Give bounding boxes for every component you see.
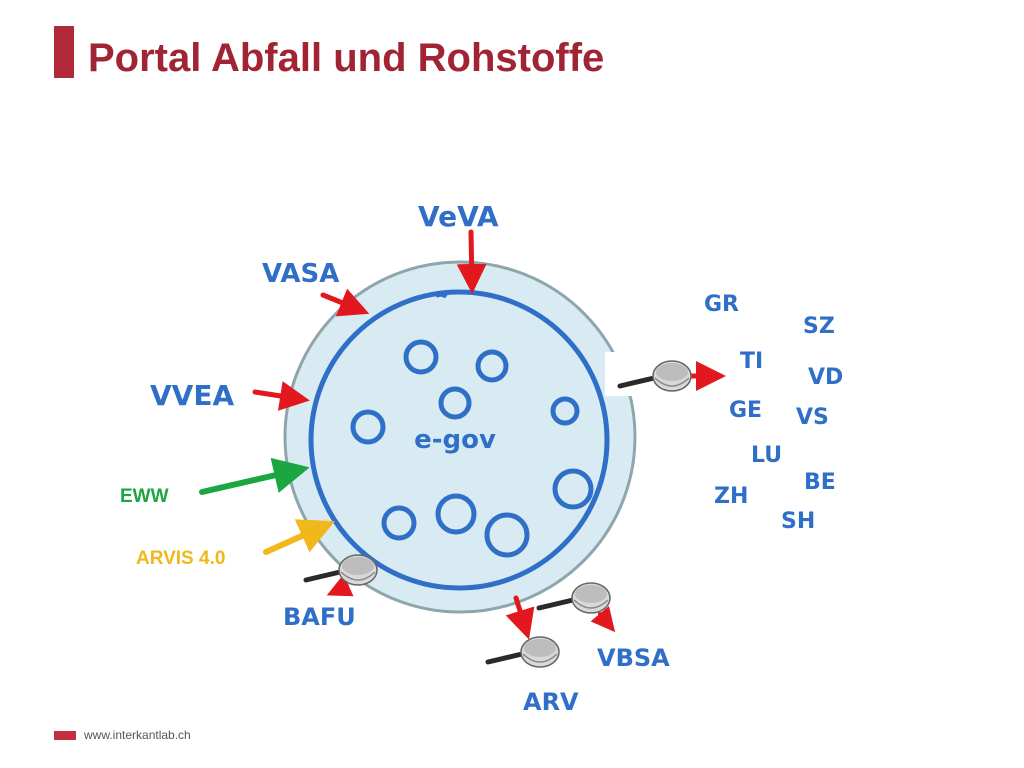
label-vvea: VVEA: [150, 379, 234, 412]
label-veva: VeVA: [418, 200, 499, 233]
label-arv: ARV: [523, 688, 579, 716]
inner-circle: [438, 386, 472, 420]
canton-vs: VS: [796, 405, 829, 430]
title-accent-bar: [54, 26, 74, 78]
label-bafu: BAFU: [283, 603, 356, 631]
sieve-mask: [605, 352, 645, 396]
canton-gr: GR: [704, 292, 739, 317]
footer-accent-bar: [54, 731, 76, 740]
label-eww: EWW: [120, 486, 169, 507]
arrow-eww: [199, 457, 310, 495]
canton-vd: VD: [808, 365, 843, 390]
inner-circle: [403, 339, 439, 375]
canton-be: BE: [804, 470, 836, 495]
arrow-veva: [456, 229, 487, 294]
inner-circle: [550, 396, 580, 426]
footer-url: www.interkantlab.ch: [84, 728, 191, 742]
egov-label: e-gov: [414, 425, 496, 455]
canton-sz: SZ: [803, 314, 835, 339]
inner-circle: [484, 512, 530, 558]
page-title: Portal Abfall und Rohstoffe: [88, 36, 605, 80]
arrow-vasa: [320, 288, 370, 317]
canton-zh: ZH: [714, 484, 748, 509]
inner-circle: [435, 493, 477, 535]
canton-ti: TI: [740, 349, 763, 374]
label-arvis: ARVIS 4.0: [136, 548, 225, 569]
arrow-vvea: [252, 381, 310, 411]
canton-ge: GE: [729, 398, 762, 423]
inner-circles: [350, 339, 594, 558]
label-vbsa: VBSA: [597, 644, 670, 672]
inner-circle: [475, 349, 509, 383]
arrow-bafu: [326, 574, 354, 597]
arrow-vbsa: [590, 606, 616, 633]
inner-circle: [350, 409, 386, 445]
canton-lu: LU: [751, 443, 782, 468]
inner-circle: [381, 505, 417, 541]
arrow-arvis: [263, 519, 335, 555]
arrow-arv: [505, 595, 535, 640]
label-vasa: VASA: [262, 259, 339, 289]
inner-circle: [552, 468, 594, 510]
canton-sh: SH: [781, 509, 815, 534]
sketch-mark: [435, 292, 448, 299]
